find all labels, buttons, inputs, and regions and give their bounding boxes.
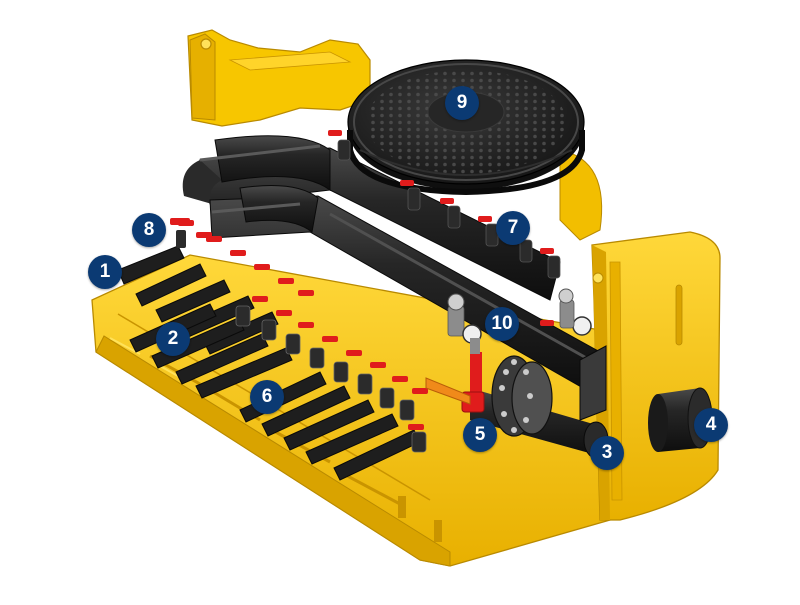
callout-8: 8 — [132, 213, 166, 247]
callout-6: 6 — [250, 380, 284, 414]
main-outlet-assembly — [425, 338, 609, 459]
back-header-valves — [328, 130, 561, 279]
enclosure-back-wall — [187, 29, 603, 241]
manhole-cover — [347, 59, 585, 196]
pressure-gauges — [447, 288, 592, 344]
callout-3: 3 — [590, 436, 624, 470]
callout-2: 2 — [156, 322, 190, 356]
callout-9: 9 — [445, 86, 479, 120]
callout-4: 4 — [694, 408, 728, 442]
enclosure-right-wall — [591, 231, 721, 521]
callout-10: 10 — [485, 307, 519, 341]
outlet-row-upper — [117, 220, 314, 355]
lid-rim — [359, 149, 573, 176]
back-header-pipe — [182, 135, 561, 301]
callout-7: 7 — [496, 211, 530, 245]
valve-handles-left — [170, 218, 212, 248]
callout-5: 5 — [463, 418, 497, 452]
callout-1: 1 — [88, 255, 122, 289]
